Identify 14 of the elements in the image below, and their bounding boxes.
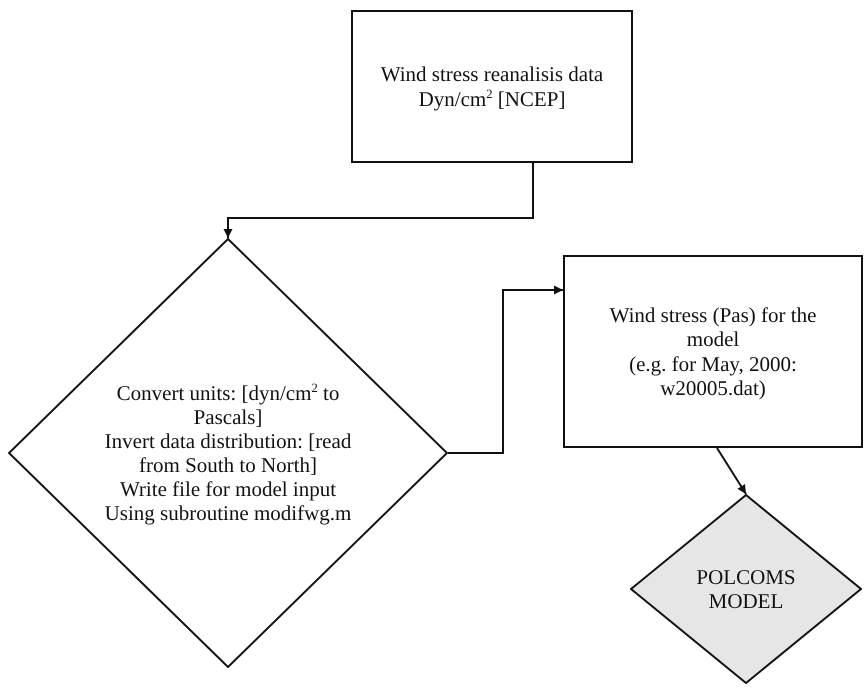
node-text: (e.g. for May, 2000: w20005.dat) xyxy=(628,352,798,400)
arrow xyxy=(224,163,534,238)
decision-diamond xyxy=(8,238,448,668)
node-text: Convert units: [dyn/cm$^{2}$ to Pascals] xyxy=(116,380,340,429)
node-text: Invert data distribution: [read from South to North] xyxy=(104,428,352,478)
arrow xyxy=(448,286,563,454)
node-text: Wind stress (Pas) for the model xyxy=(608,303,818,352)
decision-diamond xyxy=(630,494,862,684)
process-box xyxy=(351,10,633,163)
node-text: Write file for model input Using subroutine modifwg.m xyxy=(104,477,352,526)
node-text: Wind stress reanalisis data Dyn/cm$^{2}$ [NCEP] xyxy=(380,62,604,111)
process-box xyxy=(563,255,863,448)
node-text: POLCOMS MODEL xyxy=(695,564,797,614)
arrow xyxy=(716,447,747,495)
